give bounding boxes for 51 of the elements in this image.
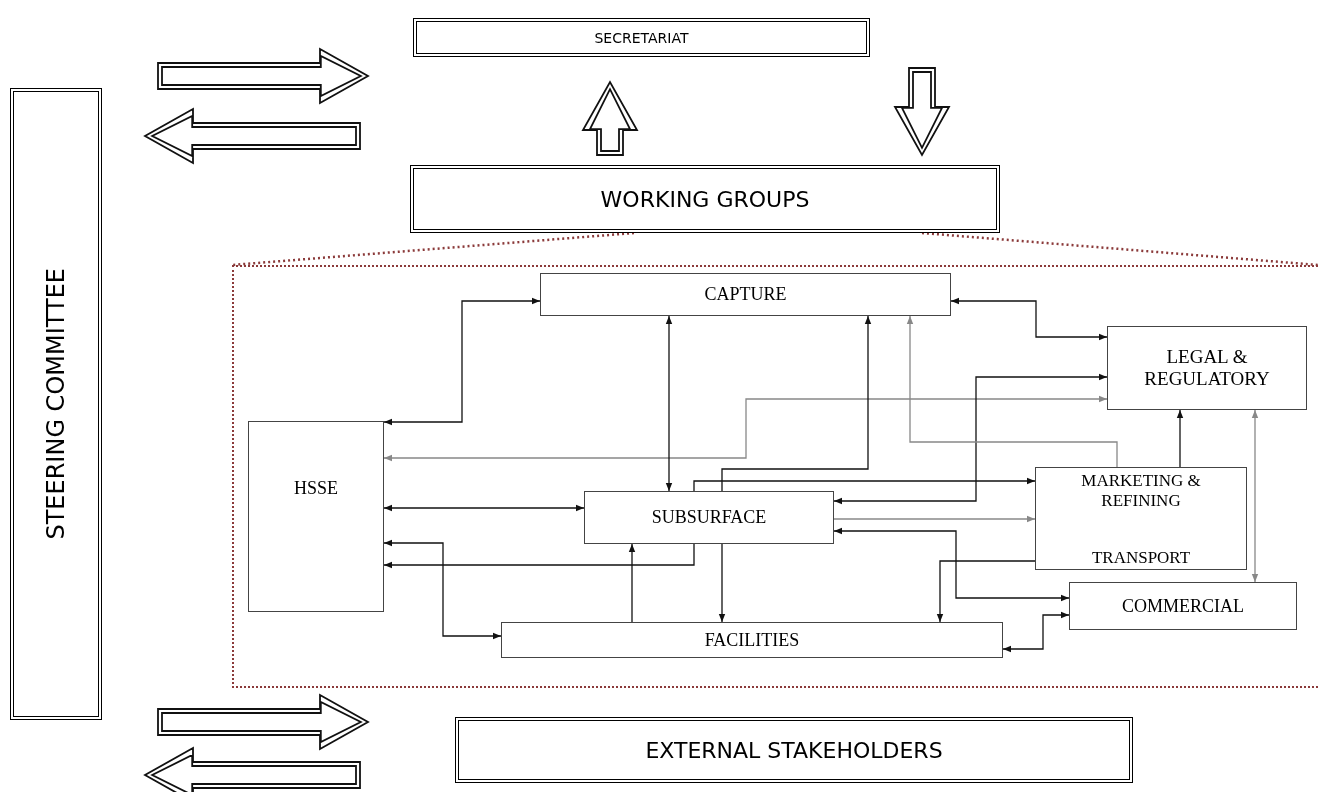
process-box <box>501 622 1003 658</box>
process-box <box>1035 467 1247 570</box>
box-label: COMMERCIAL <box>1122 595 1244 617</box>
process-box <box>1107 326 1307 410</box>
block-arrow <box>157 693 370 751</box>
box-label: SECRETARIAT <box>594 29 689 46</box>
dotted-frame <box>232 265 1318 688</box>
connector-arrow <box>833 515 1036 523</box>
connector-arrow <box>1251 409 1259 583</box>
block-arrow <box>581 80 639 156</box>
connector-arrow <box>383 504 585 512</box>
group-box <box>455 717 1133 783</box>
connector-arrow <box>833 527 1070 602</box>
box-label: TRANSPORT <box>1091 548 1191 568</box>
connector-arrow <box>383 395 1108 462</box>
connector-arrow <box>628 543 636 623</box>
connector-arrow <box>1002 611 1070 653</box>
connector-arrow <box>383 297 541 426</box>
connector-arrow <box>833 373 1108 505</box>
block-arrow <box>143 107 361 165</box>
connector-arrow <box>950 297 1108 341</box>
dotted-guide-line <box>921 231 1318 267</box>
box-label: SUBSURFACE <box>651 507 767 528</box>
connector-arrow <box>1176 409 1184 468</box>
group-box <box>410 165 1000 233</box>
dotted-guide-line <box>231 231 635 267</box>
connector-arrow <box>383 539 502 640</box>
process-box <box>1069 582 1297 630</box>
connector-arrow <box>718 543 726 623</box>
block-arrow <box>143 746 361 792</box>
connector-arrow <box>936 560 1036 623</box>
process-box <box>584 491 834 544</box>
box-label: WORKING GROUPS <box>600 186 810 212</box>
connector-arrow <box>721 315 872 492</box>
block-arrow <box>893 67 951 157</box>
connector-arrow <box>665 315 673 492</box>
connector-arrow <box>906 315 1118 468</box>
box-label: STEERING COMMITTEE <box>42 268 70 540</box>
box-label: FACILITIES <box>704 629 800 651</box>
process-box <box>248 421 384 612</box>
connector-arrow <box>693 477 1036 492</box>
connector-arrow <box>383 543 695 569</box>
group-box <box>413 18 870 57</box>
box-label: LEGAL & REGULATORY <box>1143 346 1271 390</box>
box-label: CAPTURE <box>704 284 787 305</box>
box-label: HSSE <box>294 478 338 499</box>
group-box <box>10 88 102 720</box>
block-arrow <box>157 47 370 105</box>
box-label: MARKETING & REFINING <box>1080 471 1202 511</box>
box-label: EXTERNAL STAKEHOLDERS <box>645 737 943 763</box>
process-box <box>540 273 951 316</box>
